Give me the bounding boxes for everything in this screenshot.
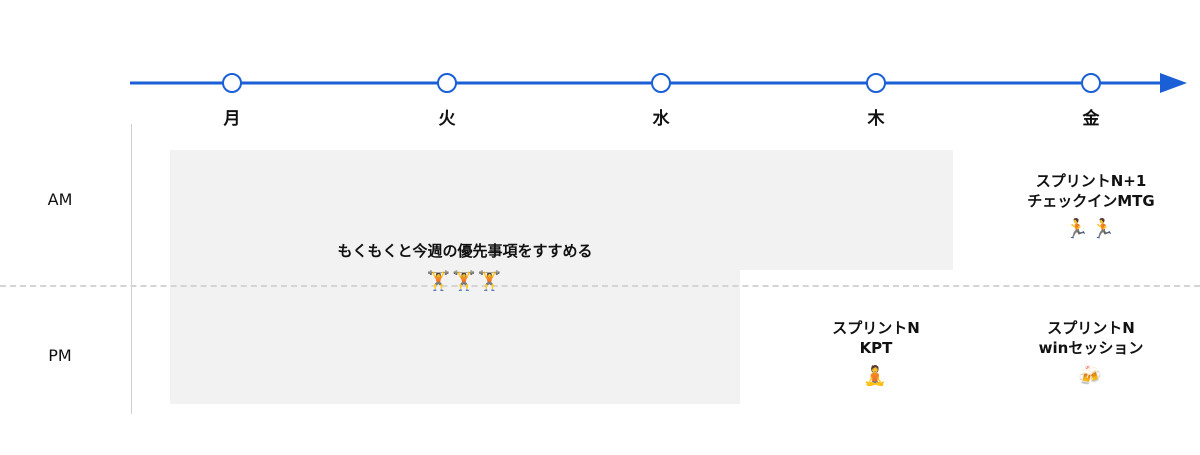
beer-icon: 🍻: [1078, 365, 1104, 387]
win-block: スプリントN winセッション 🍻: [991, 318, 1191, 386]
runner-icon: 🏃🏃: [1065, 218, 1117, 240]
win-line2: winセッション: [1038, 339, 1144, 357]
focus-block-am: [170, 150, 953, 270]
meditation-icon: 🧘: [863, 365, 889, 387]
kpt-line1: スプリントN: [832, 319, 920, 337]
node-fri: [1081, 73, 1101, 93]
day-label-tue: 火: [438, 109, 456, 129]
day-label-wed: 水: [652, 109, 670, 129]
node-mon: [222, 73, 242, 93]
period-axis-line: [131, 124, 132, 414]
win-line1: スプリントN: [1047, 319, 1135, 337]
timeline: [130, 73, 1187, 93]
period-label-pm: PM: [48, 346, 72, 365]
focus-block-text: もくもくと今週の優先事項をすすめる 🏋️🏋️🏋️: [255, 241, 675, 291]
am-pm-divider: [0, 285, 1200, 287]
kpt-line2: KPT: [859, 339, 893, 357]
node-tue: [437, 73, 457, 93]
checkin-block: スプリントN+1 チェックインMTG 🏃🏃: [991, 171, 1191, 239]
day-label-fri: 金: [1082, 109, 1100, 129]
day-label-mon: 月: [223, 109, 241, 129]
node-wed: [651, 73, 671, 93]
checkin-line2: チェックインMTG: [1027, 192, 1155, 210]
focus-block-pm: [170, 269, 740, 404]
node-thu: [866, 73, 886, 93]
checkin-line1: スプリントN+1: [1035, 172, 1147, 190]
focus-title: もくもくと今週の優先事項をすすめる: [337, 242, 593, 260]
day-label-thu: 木: [867, 109, 885, 129]
period-label-am: AM: [47, 190, 73, 209]
kpt-block: スプリントN KPT 🧘: [776, 318, 976, 386]
timeline-arrowhead: [1160, 73, 1187, 93]
weightlifter-icon: 🏋️🏋️🏋️: [426, 270, 504, 292]
